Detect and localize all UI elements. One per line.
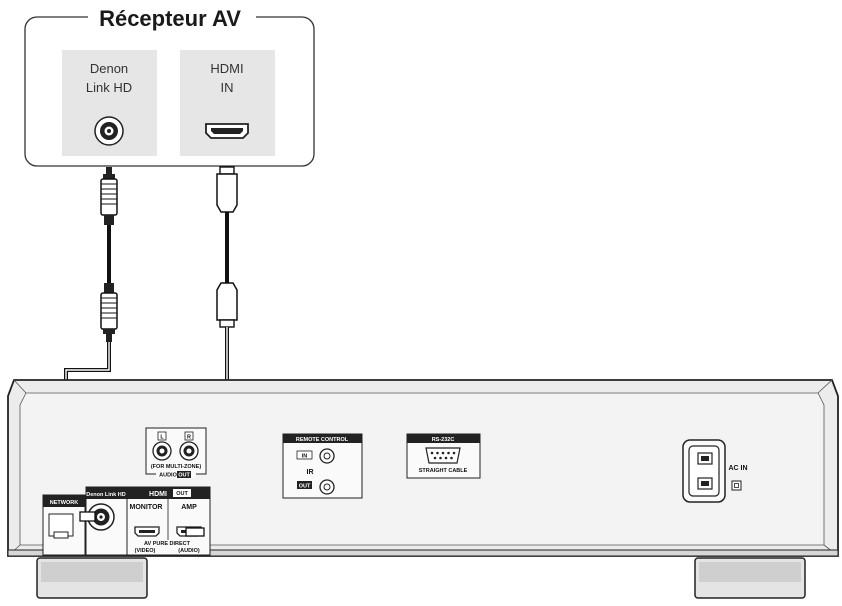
coaxial-jack-icon — [94, 116, 124, 146]
hdmi-monitor-port-icon — [134, 526, 160, 537]
amp-label: AMP — [181, 504, 197, 511]
remote-control-label: REMOTE CONTROL — [296, 437, 349, 443]
rs232c-section: RS-232C STRAIGHT CABLE — [406, 433, 481, 479]
monitor-label: MONITOR — [130, 504, 163, 511]
hdmi-in-label-line2: IN — [221, 80, 234, 95]
video-label: (VIDEO) — [135, 548, 156, 554]
hdmi-out-label: HDMI — [149, 491, 167, 498]
denon-link-label-line2: Link HD — [86, 80, 132, 95]
double-insulation-icon — [731, 480, 742, 491]
denon-link-label-line1: Denon — [90, 61, 128, 76]
audio-out-label: AUDIO — [159, 473, 177, 479]
ac-in-section: AC IN — [682, 439, 748, 503]
ac-in-label: AC IN — [728, 465, 747, 472]
receiver-hdmi-in-port: HDMI IN — [180, 50, 275, 156]
ethernet-port-icon — [48, 513, 74, 539]
network-label: NETWORK — [50, 500, 78, 506]
remote-out-jack-icon — [319, 479, 335, 495]
rs232c-label: RS-232C — [432, 437, 455, 443]
network-port-section: NETWORK — [42, 494, 86, 556]
serial-port-icon — [425, 447, 461, 464]
remote-control-section: REMOTE CONTROL IN IR OUT — [282, 433, 363, 499]
hdmi-cable-end — [185, 527, 205, 537]
av-receiver: Récepteur AV Denon Link HD HDMI IN — [24, 6, 315, 167]
receiver-denon-link-port: Denon Link HD — [62, 50, 157, 156]
audio-l-label: L — [160, 435, 164, 441]
hdmi-out-section: HDMI OUT MONITOR AMP AV PURE DIRECT (VID… — [126, 486, 211, 556]
remote-in-jack-icon — [319, 448, 335, 464]
hdmi-out-badge: OUT — [176, 491, 188, 497]
audio-out-section: L R (FOR MULTI-ZONE) AUDIO OUT — [145, 427, 207, 479]
straight-cable-label: STRAIGHT CABLE — [419, 468, 468, 474]
av-pure-direct-label: AV PURE DIRECT — [144, 541, 191, 547]
multizone-label: (FOR MULTI-ZONE) — [151, 464, 201, 470]
hdmi-in-label-line1: HDMI — [210, 61, 243, 76]
remote-in-label: IN — [302, 454, 308, 460]
audio-out-badge: OUT — [178, 473, 190, 479]
rca-right-icon — [179, 441, 199, 461]
power-inlet-icon — [682, 439, 726, 503]
rca-left-icon — [152, 441, 172, 461]
audio-label: (AUDIO) — [178, 548, 200, 554]
audio-r-label: R — [187, 435, 191, 441]
denon-link-panel-label: Denon Link HD — [86, 492, 125, 498]
receiver-title: Récepteur AV — [99, 6, 241, 31]
hdmi-port-icon — [205, 123, 249, 139]
remote-out-label: OUT — [299, 484, 311, 490]
coax-cable-end — [79, 511, 96, 522]
remote-ir-label: IR — [307, 469, 314, 476]
coaxial-output-icon — [87, 503, 115, 531]
